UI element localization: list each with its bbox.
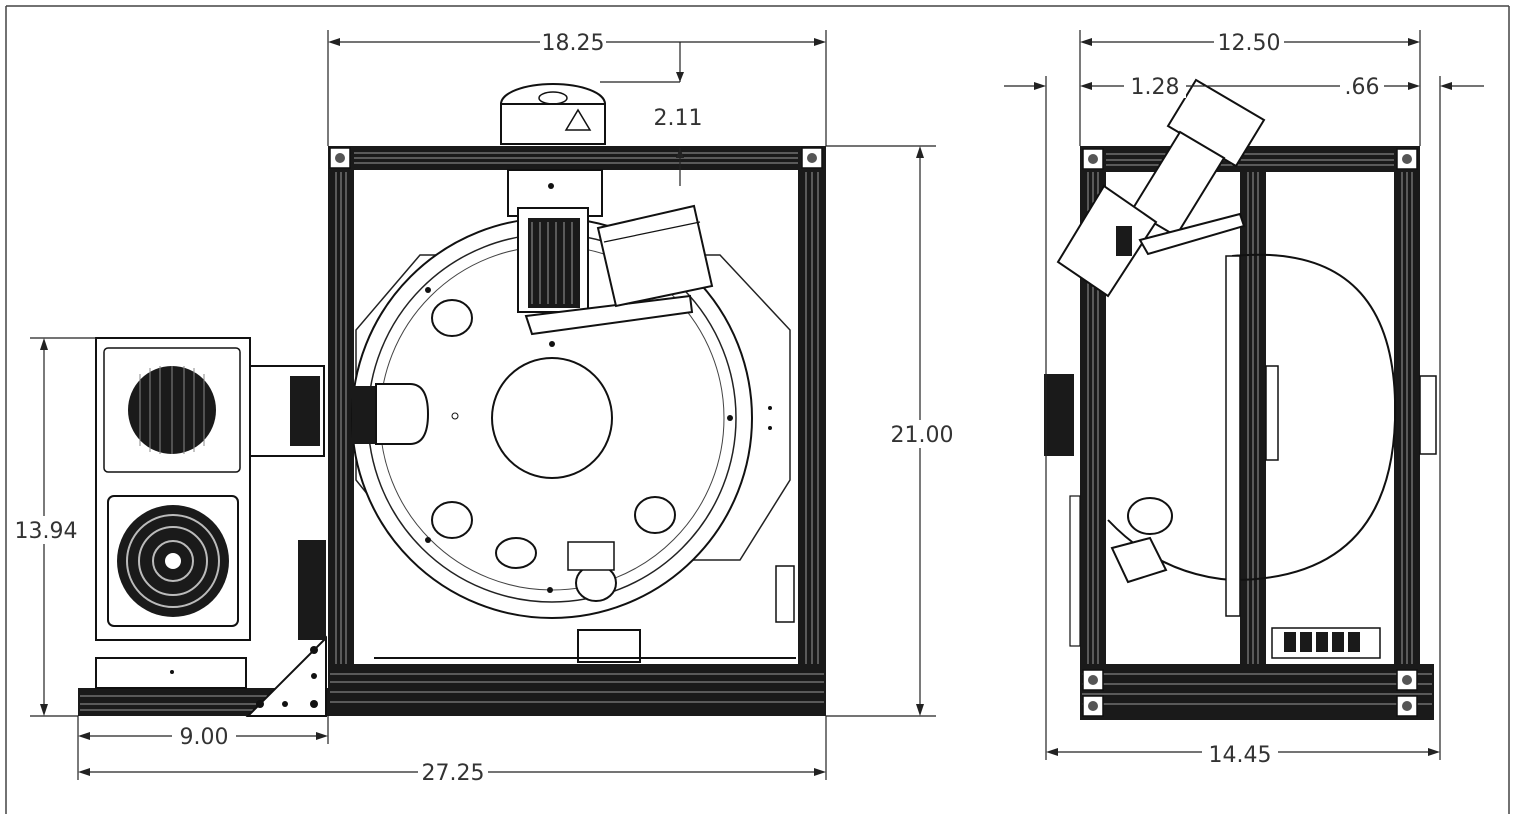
front-base-extension <box>78 540 328 717</box>
front-dimension-values: 18.25 2.11 21.00 13.94 9.00 27.25 <box>12 28 958 786</box>
side-frame <box>1080 146 1434 720</box>
dim-side-view-overall-width: 14.45 <box>1209 743 1272 768</box>
dim-front-height: 21.00 <box>891 423 954 448</box>
dim-side-view-top-width: 12.50 <box>1218 31 1281 56</box>
side-dimension-values: 12.50 1.28 .66 14.45 <box>1124 28 1384 768</box>
side-detector <box>1056 78 1266 298</box>
dim-front-top-width: 18.25 <box>542 31 605 56</box>
side-view: 12.50 1.28 .66 14.45 <box>1004 28 1484 768</box>
dim-overall-width: 27.25 <box>422 761 485 786</box>
top-detector <box>500 83 714 336</box>
dim-side-view-right-offset: .66 <box>1345 75 1380 100</box>
side-disk <box>1044 253 1437 659</box>
sheet-border <box>5 5 1510 814</box>
source-unit <box>95 337 325 689</box>
dim-side-unit-height: 13.94 <box>15 519 78 544</box>
front-frame <box>328 146 826 716</box>
dim-side-view-left-offset: 1.28 <box>1131 75 1180 100</box>
front-bottom-parts <box>374 565 796 663</box>
dim-front-offset: 2.11 <box>654 106 703 131</box>
dim-side-unit-width: 9.00 <box>180 725 229 750</box>
front-view: 18.25 2.11 21.00 13.94 9.00 27.25 <box>12 28 958 786</box>
